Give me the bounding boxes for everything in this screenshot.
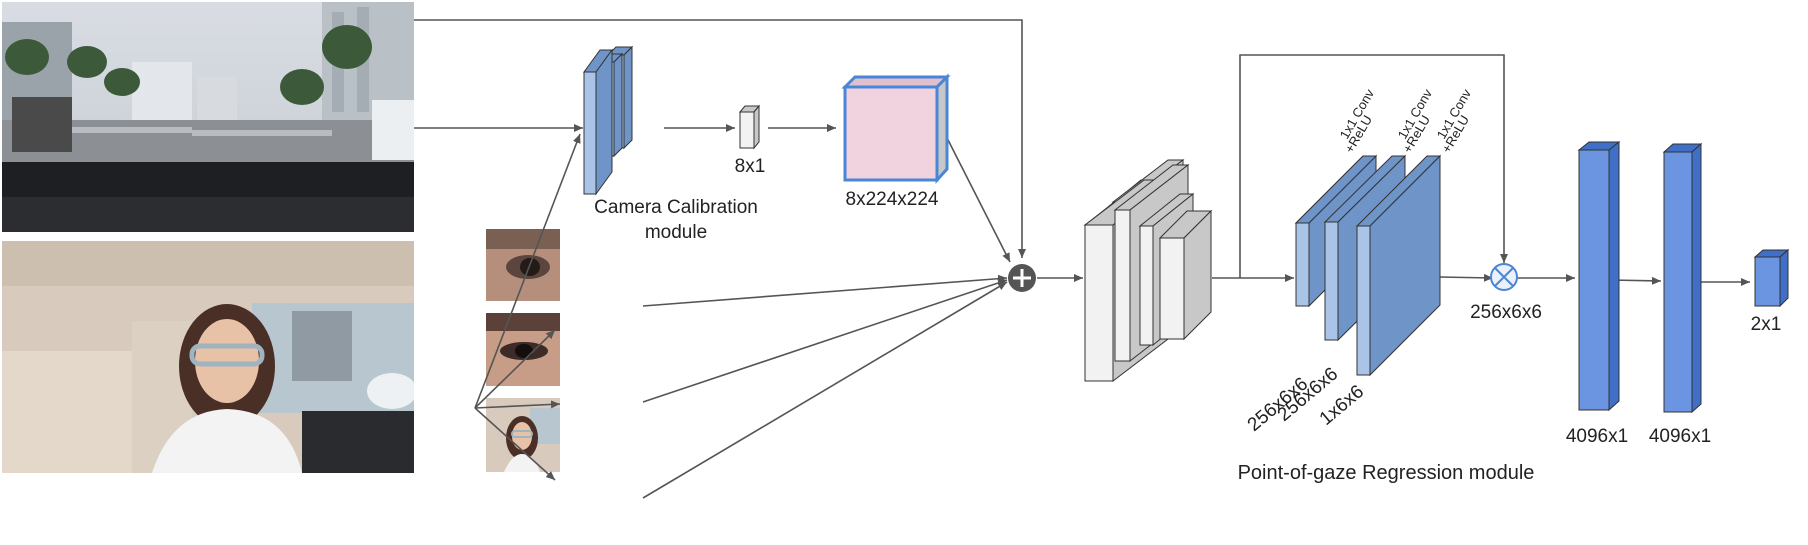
calibration-vector-label: 8x1	[735, 156, 766, 177]
weighted-map-label: 256x6x6	[1470, 302, 1542, 323]
fc-label: 4096x1	[1566, 426, 1628, 447]
calibration-module-label: Camera Calibration	[594, 197, 758, 218]
arrow	[1438, 273, 1494, 282]
output-label: 2x1	[1751, 314, 1782, 335]
calibration-map-block	[841, 73, 951, 184]
calibration-module-label: module	[645, 222, 707, 243]
driver-image	[2, 241, 414, 473]
feature-extractor-stack	[1083, 158, 1213, 383]
arrow	[642, 279, 1008, 403]
face-crop-image	[486, 398, 560, 472]
arrow	[474, 407, 556, 481]
eye-crop-image	[486, 313, 560, 386]
calibration-vector-block	[738, 104, 761, 150]
calibration-map-label: 8x224x224	[846, 189, 939, 210]
arrow	[642, 281, 1008, 499]
fc-layer-1	[1577, 140, 1621, 412]
arrow	[474, 329, 556, 409]
arrow	[474, 400, 561, 409]
fc-label: 4096x1	[1649, 426, 1711, 447]
road-scene-image	[2, 2, 414, 232]
connectors	[414, 19, 1750, 499]
eye-crop-image	[486, 229, 560, 301]
conv-1x1-stack	[1294, 154, 1442, 377]
output-block	[1753, 248, 1790, 308]
circled-times-icon	[1490, 263, 1518, 291]
camera-calibration-conv-stack	[583, 45, 634, 196]
skip-connection-arrow	[414, 19, 1026, 258]
fc-layer-2	[1662, 142, 1703, 414]
arrow	[642, 274, 1008, 307]
regression-module-label: Point-of-gaze Regression module	[1238, 462, 1535, 484]
arrow	[474, 133, 581, 409]
arrow	[943, 131, 1011, 263]
skip-connection-arrow	[1239, 54, 1508, 278]
circled-plus-icon	[1008, 264, 1036, 292]
